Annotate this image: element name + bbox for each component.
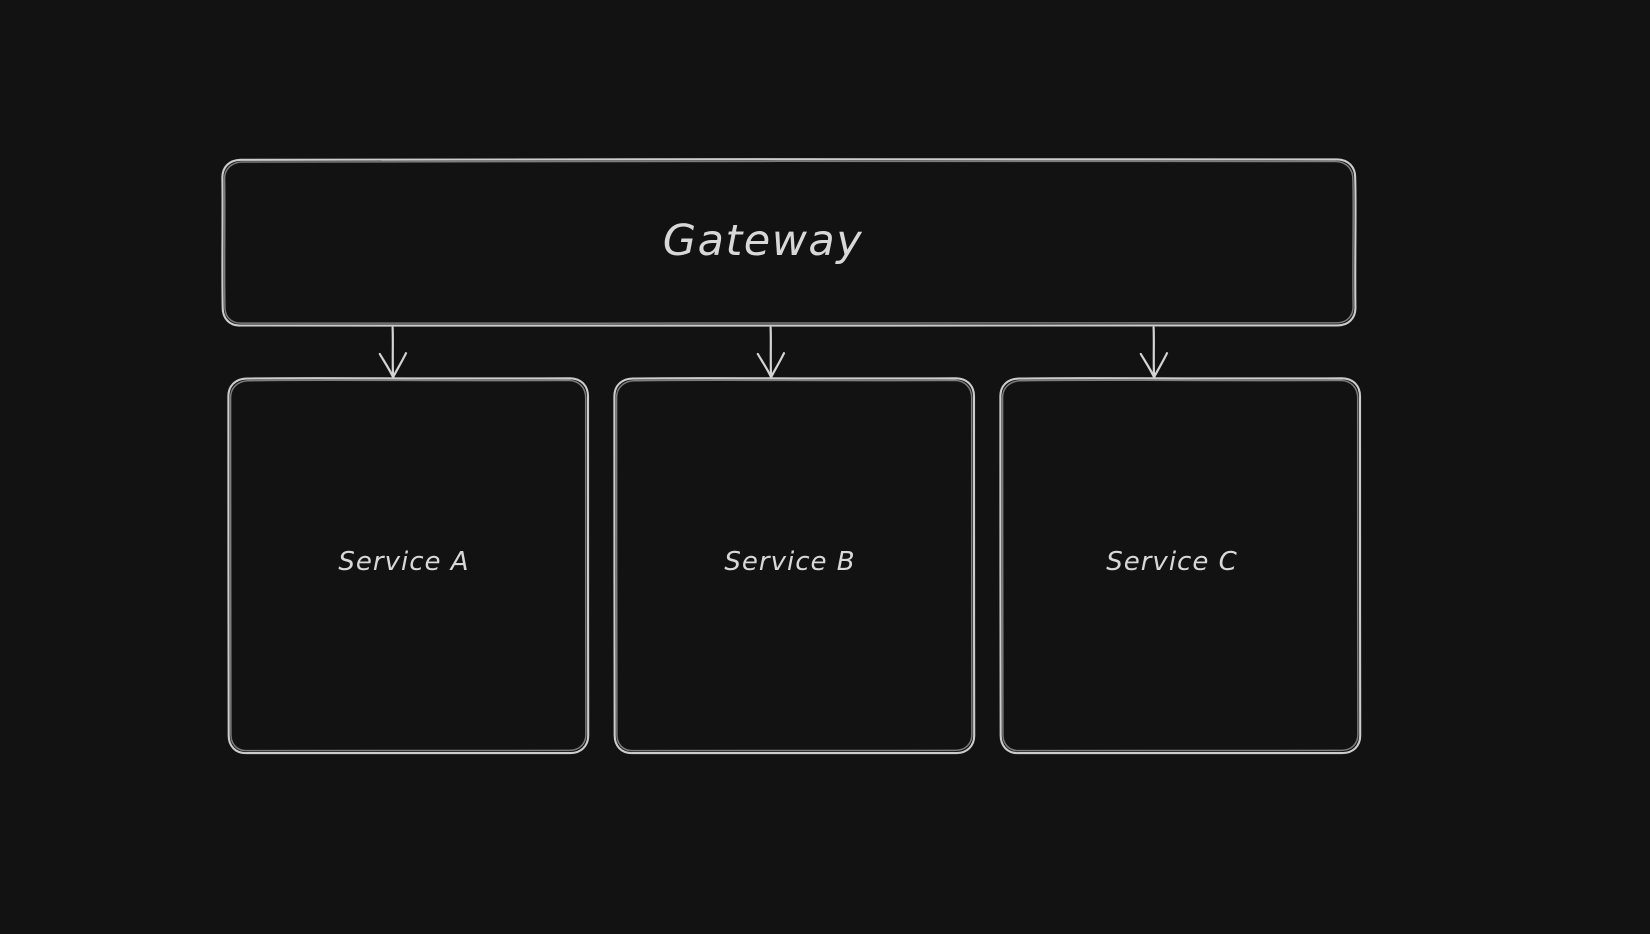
edge-gateway-to-service-a[interactable] [378,326,408,379]
node-service-c[interactable] [999,377,1362,755]
gateway-outline-stroke-2 [223,160,1354,325]
node-service-a[interactable] [227,377,590,755]
edge-gateway-to-service-b[interactable] [756,326,786,379]
service-c-outline-stroke-2 [1001,379,1359,752]
service-a-outline-stroke-2 [229,379,587,752]
node-gateway[interactable] [221,157,1357,327]
node-label-service-c: Service C [1106,547,1238,577]
service-b-outline-stroke-1 [613,377,976,755]
edge-gateway-to-service-c[interactable] [1139,326,1169,379]
edge-c-arrowhead [1139,352,1169,379]
edge-a-arrowhead [378,352,408,379]
node-label-service-b: Service B [724,547,856,577]
service-b-outline-stroke-2 [615,379,973,752]
service-c-outline-stroke-1 [999,377,1362,755]
node-label-gateway: Gateway [662,216,864,266]
gateway-outline-stroke-1 [221,157,1357,327]
node-service-b[interactable] [613,377,976,755]
edge-b-arrowhead [756,352,786,379]
node-label-service-a: Service A [338,547,470,577]
service-a-outline-stroke-1 [227,377,590,755]
